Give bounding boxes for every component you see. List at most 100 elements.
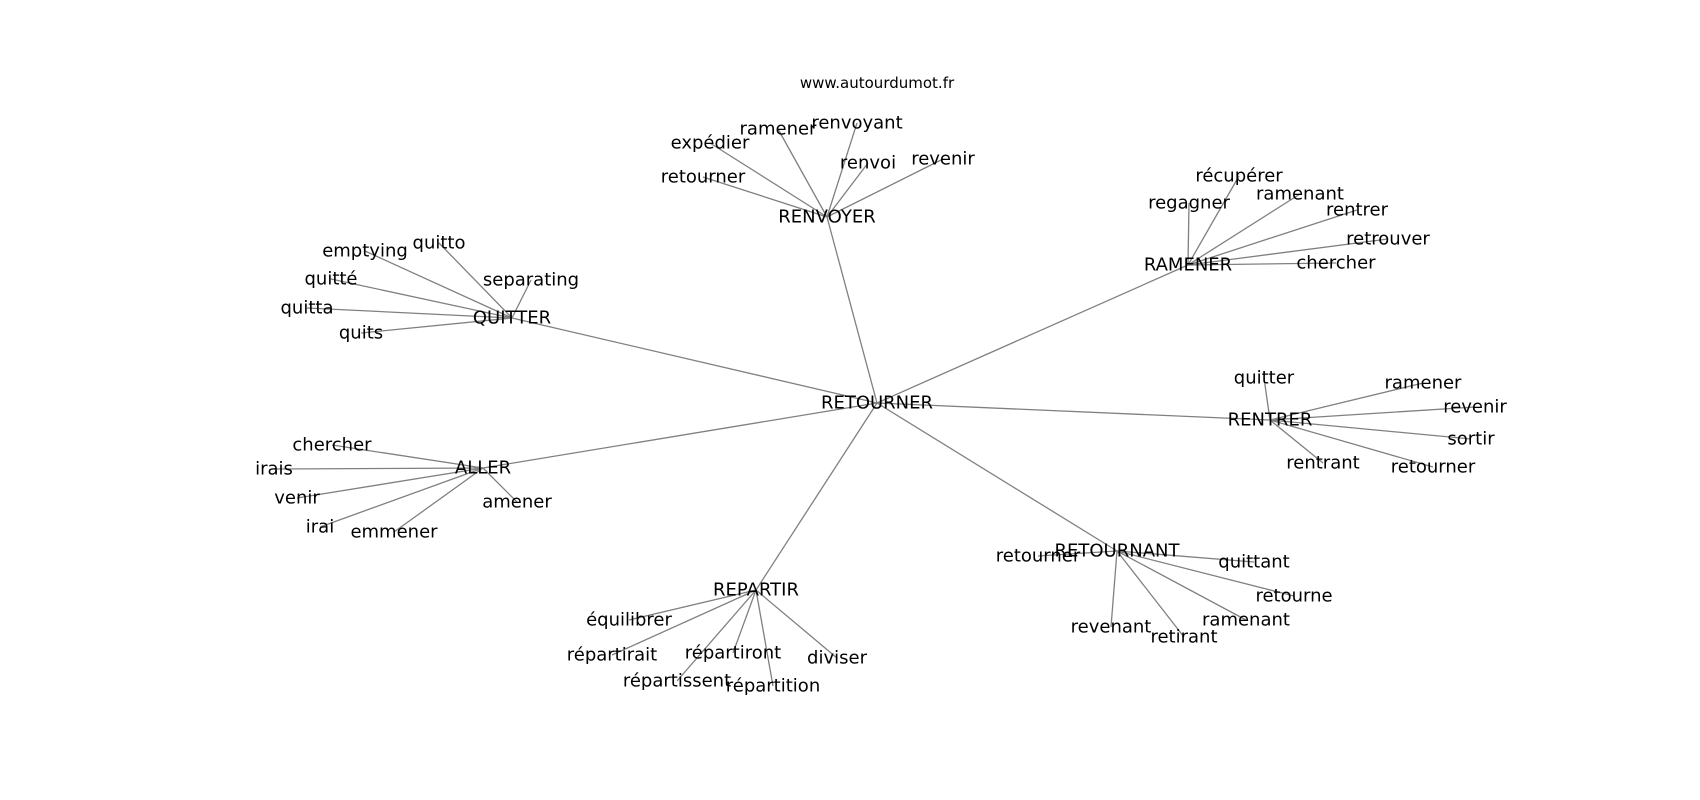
hub-node-quitter: QUITTER [473, 308, 551, 329]
edge-repartir-3 [676, 589, 757, 682]
word-node: sortir [1447, 429, 1495, 450]
edge-center-rentrer [876, 402, 1271, 421]
edge-ramener-1 [1187, 202, 1190, 266]
edge-renvoyer-1 [709, 142, 828, 218]
word-node: revenir [911, 149, 975, 170]
hub-node-aller: ALLER [455, 458, 511, 479]
edge-center-repartir [755, 402, 878, 591]
edge-rentrer-4 [1269, 419, 1324, 464]
edge-renvoyer-3 [826, 122, 858, 218]
word-node: rentrer [1326, 200, 1389, 221]
hub-node-retournant: RETOURNANT [1055, 541, 1181, 562]
edge-rentrer-0 [1263, 377, 1271, 421]
edges-layer [273, 122, 1476, 687]
edge-renvoyer-2 [777, 128, 828, 218]
edge-ramener-3 [1187, 209, 1358, 266]
edge-retournant-0 [1037, 550, 1118, 557]
edge-aller-1 [273, 467, 484, 470]
edge-quitter-5 [360, 317, 513, 334]
edge-quitter-3 [330, 278, 513, 319]
word-node: quitta [281, 298, 334, 319]
edge-aller-5 [482, 467, 518, 503]
word-node: irais [255, 459, 293, 480]
word-node: irai [306, 517, 334, 538]
edge-repartir-1 [611, 589, 757, 656]
edge-ramener-5 [1187, 262, 1337, 266]
word-node: retrouver [1346, 229, 1430, 250]
edge-quitter-1 [438, 242, 513, 319]
word-node: amener [482, 492, 552, 513]
word-node: quitté [304, 269, 357, 290]
edge-aller-4 [393, 467, 484, 533]
edge-renvoyer-0 [702, 176, 828, 218]
word-node: separating [483, 270, 579, 291]
edge-retournant-5 [1110, 550, 1118, 628]
edge-retournant-3 [1116, 550, 1247, 621]
edge-aller-2 [296, 467, 484, 499]
edge-repartir-2 [732, 589, 757, 654]
edge-quitter-2 [511, 279, 532, 319]
word-node: diviser [807, 648, 868, 669]
word-node: équilibrer [586, 610, 672, 631]
hub-node-renvoyer: RENVOYER [778, 207, 875, 228]
word-node: retourner [996, 546, 1081, 567]
edge-retournant-2 [1116, 550, 1295, 597]
hub-node-rentrer: RENTRER [1228, 410, 1313, 431]
edge-center-renvoyer [826, 216, 878, 404]
edge-quitter-4 [306, 307, 513, 319]
edge-repartir-5 [755, 589, 838, 659]
edge-aller-0 [331, 444, 484, 469]
word-node: répartirait [567, 645, 657, 666]
edge-aller-3 [319, 467, 484, 528]
edge-renvoyer-4 [826, 162, 869, 218]
word-node: emmener [350, 522, 438, 543]
edge-repartir-4 [755, 589, 774, 687]
edge-repartir-0 [628, 589, 757, 621]
edge-ramener-0 [1187, 175, 1240, 266]
word-node: revenir [1443, 397, 1507, 418]
edge-renvoyer-5 [826, 158, 944, 218]
hub-node-repartir: REPARTIR [713, 580, 799, 601]
word-node: ramenant [1256, 184, 1344, 205]
word-node: quitto [413, 233, 466, 254]
labels-layer: www.autourdumot.fr RETOURNER RENVOYER reto… [255, 74, 1507, 697]
word-node: retirant [1150, 627, 1217, 648]
word-node: ramenant [1202, 610, 1290, 631]
word-node: répartissent [623, 671, 731, 692]
word-node: regagner [1148, 193, 1230, 214]
word-node: renvoyant [811, 113, 902, 134]
word-node: revenant [1071, 617, 1152, 638]
hub-node-ramener: RAMENER [1144, 255, 1232, 276]
edge-ramener-2 [1187, 193, 1301, 266]
edge-rentrer-5 [1269, 419, 1434, 468]
word-node: renvoi [840, 153, 896, 174]
edge-center-quitter [511, 317, 878, 404]
edge-quitter-0 [364, 250, 513, 319]
word-node: rentrant [1286, 453, 1359, 474]
edge-center-retournant [876, 402, 1118, 552]
word-node: quits [339, 323, 383, 344]
edge-rentrer-3 [1269, 419, 1472, 440]
word-node: retourne [1255, 586, 1332, 607]
edge-center-aller [482, 402, 878, 469]
word-node: retourner [661, 167, 746, 188]
word-node: récupérer [1195, 166, 1283, 187]
center-node: RETOURNER [821, 393, 933, 414]
site-watermark: www.autourdumot.fr [800, 74, 955, 92]
word-node: répartiront [685, 643, 781, 664]
word-node: chercher [292, 435, 372, 456]
edge-retournant-1 [1116, 550, 1255, 563]
word-node: quittant [1218, 552, 1289, 573]
word-node: ramener [740, 119, 818, 140]
edge-rentrer-1 [1269, 382, 1424, 421]
word-node: ramener [1385, 373, 1463, 394]
edge-rentrer-2 [1269, 406, 1476, 421]
word-node: chercher [1296, 253, 1376, 274]
word-node: venir [274, 488, 320, 509]
word-node: quitter [1234, 368, 1295, 389]
word-node: emptying [322, 241, 408, 262]
word-node: expédier [671, 133, 750, 154]
edge-retournant-4 [1116, 550, 1185, 638]
word-node: retourner [1391, 457, 1476, 478]
